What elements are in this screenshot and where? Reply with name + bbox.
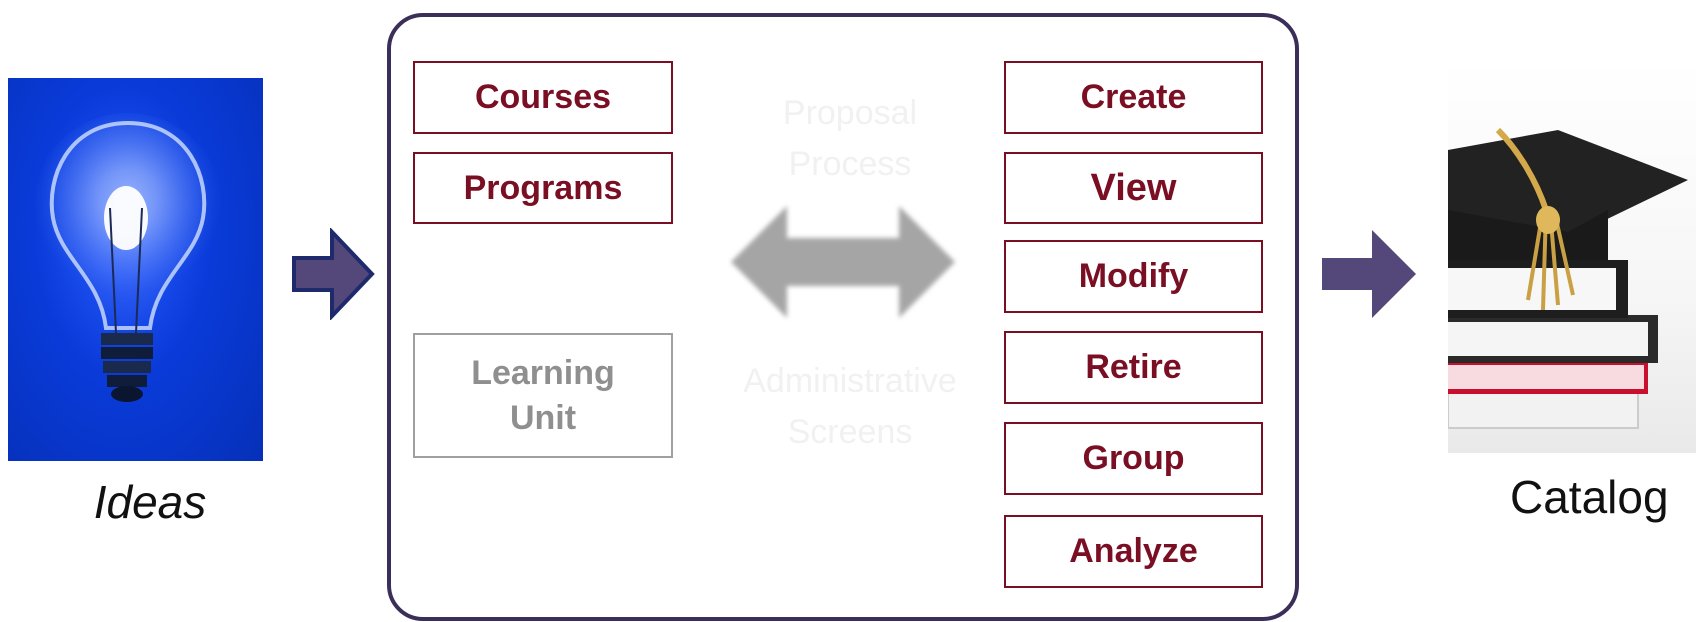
create-label: Create xyxy=(1080,78,1187,116)
right-arrow-icon xyxy=(1322,230,1416,318)
light-bulb-image xyxy=(8,78,263,461)
double-arrow-icon xyxy=(731,206,955,318)
courses-label: Courses xyxy=(474,78,612,116)
programs-label: Programs xyxy=(463,168,623,207)
graduation-cap-icon xyxy=(1448,127,1688,429)
programs-box[interactable]: Programs xyxy=(413,152,673,224)
administrative-screens-text: Administrative Screens xyxy=(690,356,1010,458)
view-button[interactable]: View xyxy=(1004,152,1263,224)
right-arrow-icon xyxy=(292,228,375,320)
ideas-label: Ideas xyxy=(93,476,207,528)
catalog-label: Catalog xyxy=(1510,471,1669,523)
administrative-line: Administrative xyxy=(743,362,957,400)
graduation-cap-books-image xyxy=(1448,60,1696,453)
modify-button[interactable]: Modify xyxy=(1004,240,1263,313)
modify-label: Modify xyxy=(1078,257,1189,295)
group-label: Group xyxy=(1082,439,1185,477)
learning-unit-line2: Unit xyxy=(509,398,577,437)
group-button[interactable]: Group xyxy=(1004,422,1263,495)
learning-unit-box[interactable]: Learning Unit xyxy=(413,333,673,458)
light-bulb-icon xyxy=(33,113,223,402)
proposal-line: Proposal xyxy=(782,94,918,132)
courses-box[interactable]: Courses xyxy=(413,61,673,134)
process-line: Process xyxy=(788,145,912,183)
create-button[interactable]: Create xyxy=(1004,61,1263,134)
analyze-label: Analyze xyxy=(1069,532,1198,570)
retire-label: Retire xyxy=(1085,348,1182,386)
screens-line: Screens xyxy=(787,413,913,451)
retire-button[interactable]: Retire xyxy=(1004,331,1263,404)
learning-unit-line1: Learning xyxy=(471,354,615,393)
proposal-process-text: Proposal Process xyxy=(700,88,1000,190)
main-panel xyxy=(387,13,1299,621)
analyze-button[interactable]: Analyze xyxy=(1004,515,1263,588)
view-label: View xyxy=(1090,166,1177,209)
